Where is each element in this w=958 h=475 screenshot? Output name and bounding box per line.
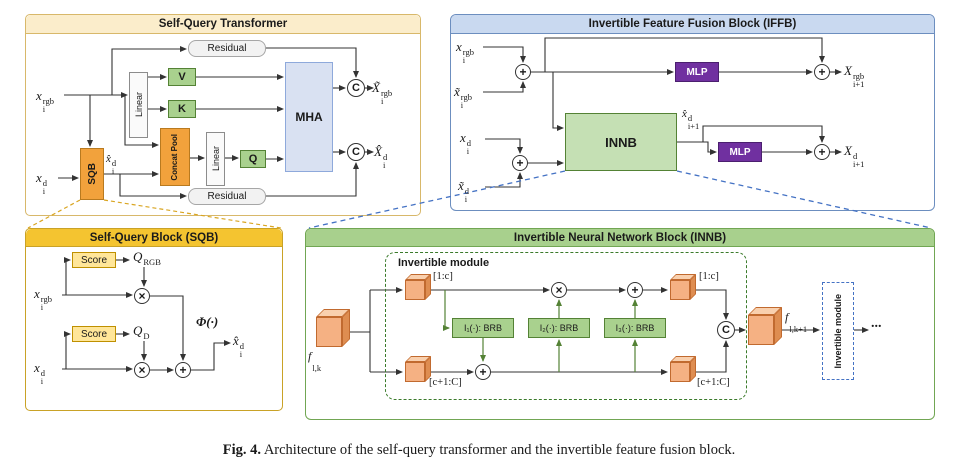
concat-pool-block: Concat Pool xyxy=(160,128,190,186)
score-block-top: Score xyxy=(72,252,116,268)
slice-label-bottom-right: [c+1:C] xyxy=(697,377,730,388)
panel-header-sqb: Self-Query Block (SQB) xyxy=(26,229,282,247)
residual-block-top: Residual xyxy=(188,40,266,57)
linear-block-bottom: Linear xyxy=(206,132,225,186)
plus-icon: + xyxy=(814,64,830,80)
mlp-block-bottom: MLP xyxy=(718,142,762,162)
mha-block: MHA xyxy=(285,62,333,172)
figure-caption: Fig. 4. Architecture of the self-query t… xyxy=(0,442,958,459)
plus-icon: + xyxy=(515,64,531,80)
phi-function-label: Φ(·) xyxy=(196,314,219,329)
panel-header-innb: Invertible Neural Network Block (INNB) xyxy=(306,229,934,247)
sqb-block: SQB xyxy=(80,148,104,200)
panel-header-sqt: Self-Query Transformer xyxy=(26,15,420,34)
plus-icon: + xyxy=(175,362,191,378)
brb-block-3: I₃(·): BRB xyxy=(604,318,666,338)
mlp-block-top: MLP xyxy=(675,62,719,82)
panel-header-iffb: Invertible Feature Fusion Block (IFFB) xyxy=(451,15,934,34)
split-cube-top-left xyxy=(405,274,431,300)
plus-icon: + xyxy=(627,282,643,298)
caption-text: Architecture of the self-query transform… xyxy=(263,442,736,458)
slice-label-bottom-left: [c+1:C] xyxy=(429,377,462,388)
query-block: Q xyxy=(240,150,266,168)
innb-block: INNB xyxy=(565,113,677,171)
feature-cube-input xyxy=(316,309,350,347)
multiply-icon: × xyxy=(134,362,150,378)
slice-label-top-left: [1:c] xyxy=(433,271,453,282)
concat-icon: C xyxy=(347,79,365,97)
brb-block-2: I₂(·): BRB xyxy=(528,318,590,338)
ellipsis-label: ... xyxy=(871,316,882,331)
merge-cube-top-right xyxy=(670,274,696,300)
multiply-icon: × xyxy=(134,288,150,304)
linear-block-top: Linear xyxy=(129,72,148,138)
plus-icon: + xyxy=(475,364,491,380)
panel-title-iffb: Invertible Feature Fusion Block (IFFB) xyxy=(588,18,797,30)
panel-title-sqt: Self-Query Transformer xyxy=(158,18,288,30)
next-invertible-module-box: Invertible module xyxy=(822,282,854,380)
panel-title-sqb: Self-Query Block (SQB) xyxy=(89,231,219,244)
plus-icon: + xyxy=(512,155,528,171)
invertible-module-title: Invertible module xyxy=(398,257,490,269)
brb-block-1: I₁(·): BRB xyxy=(452,318,514,338)
plus-icon: + xyxy=(814,144,830,160)
score-block-bottom: Score xyxy=(72,326,116,342)
residual-block-bottom: Residual xyxy=(188,188,266,205)
key-block: K xyxy=(168,100,196,118)
feature-cube-output xyxy=(748,307,782,345)
invertible-module-box xyxy=(385,252,747,400)
panel-title-innb: Invertible Neural Network Block (INNB) xyxy=(513,231,727,244)
concat-icon: C xyxy=(347,143,365,161)
concat-icon: C xyxy=(717,321,735,339)
multiply-icon: × xyxy=(551,282,567,298)
split-cube-bottom-left xyxy=(405,356,431,382)
value-block: V xyxy=(168,68,196,86)
caption-number: Fig. 4. xyxy=(222,442,261,458)
merge-cube-bottom-right xyxy=(670,356,696,382)
slice-label-top-right: [1:c] xyxy=(699,271,719,282)
